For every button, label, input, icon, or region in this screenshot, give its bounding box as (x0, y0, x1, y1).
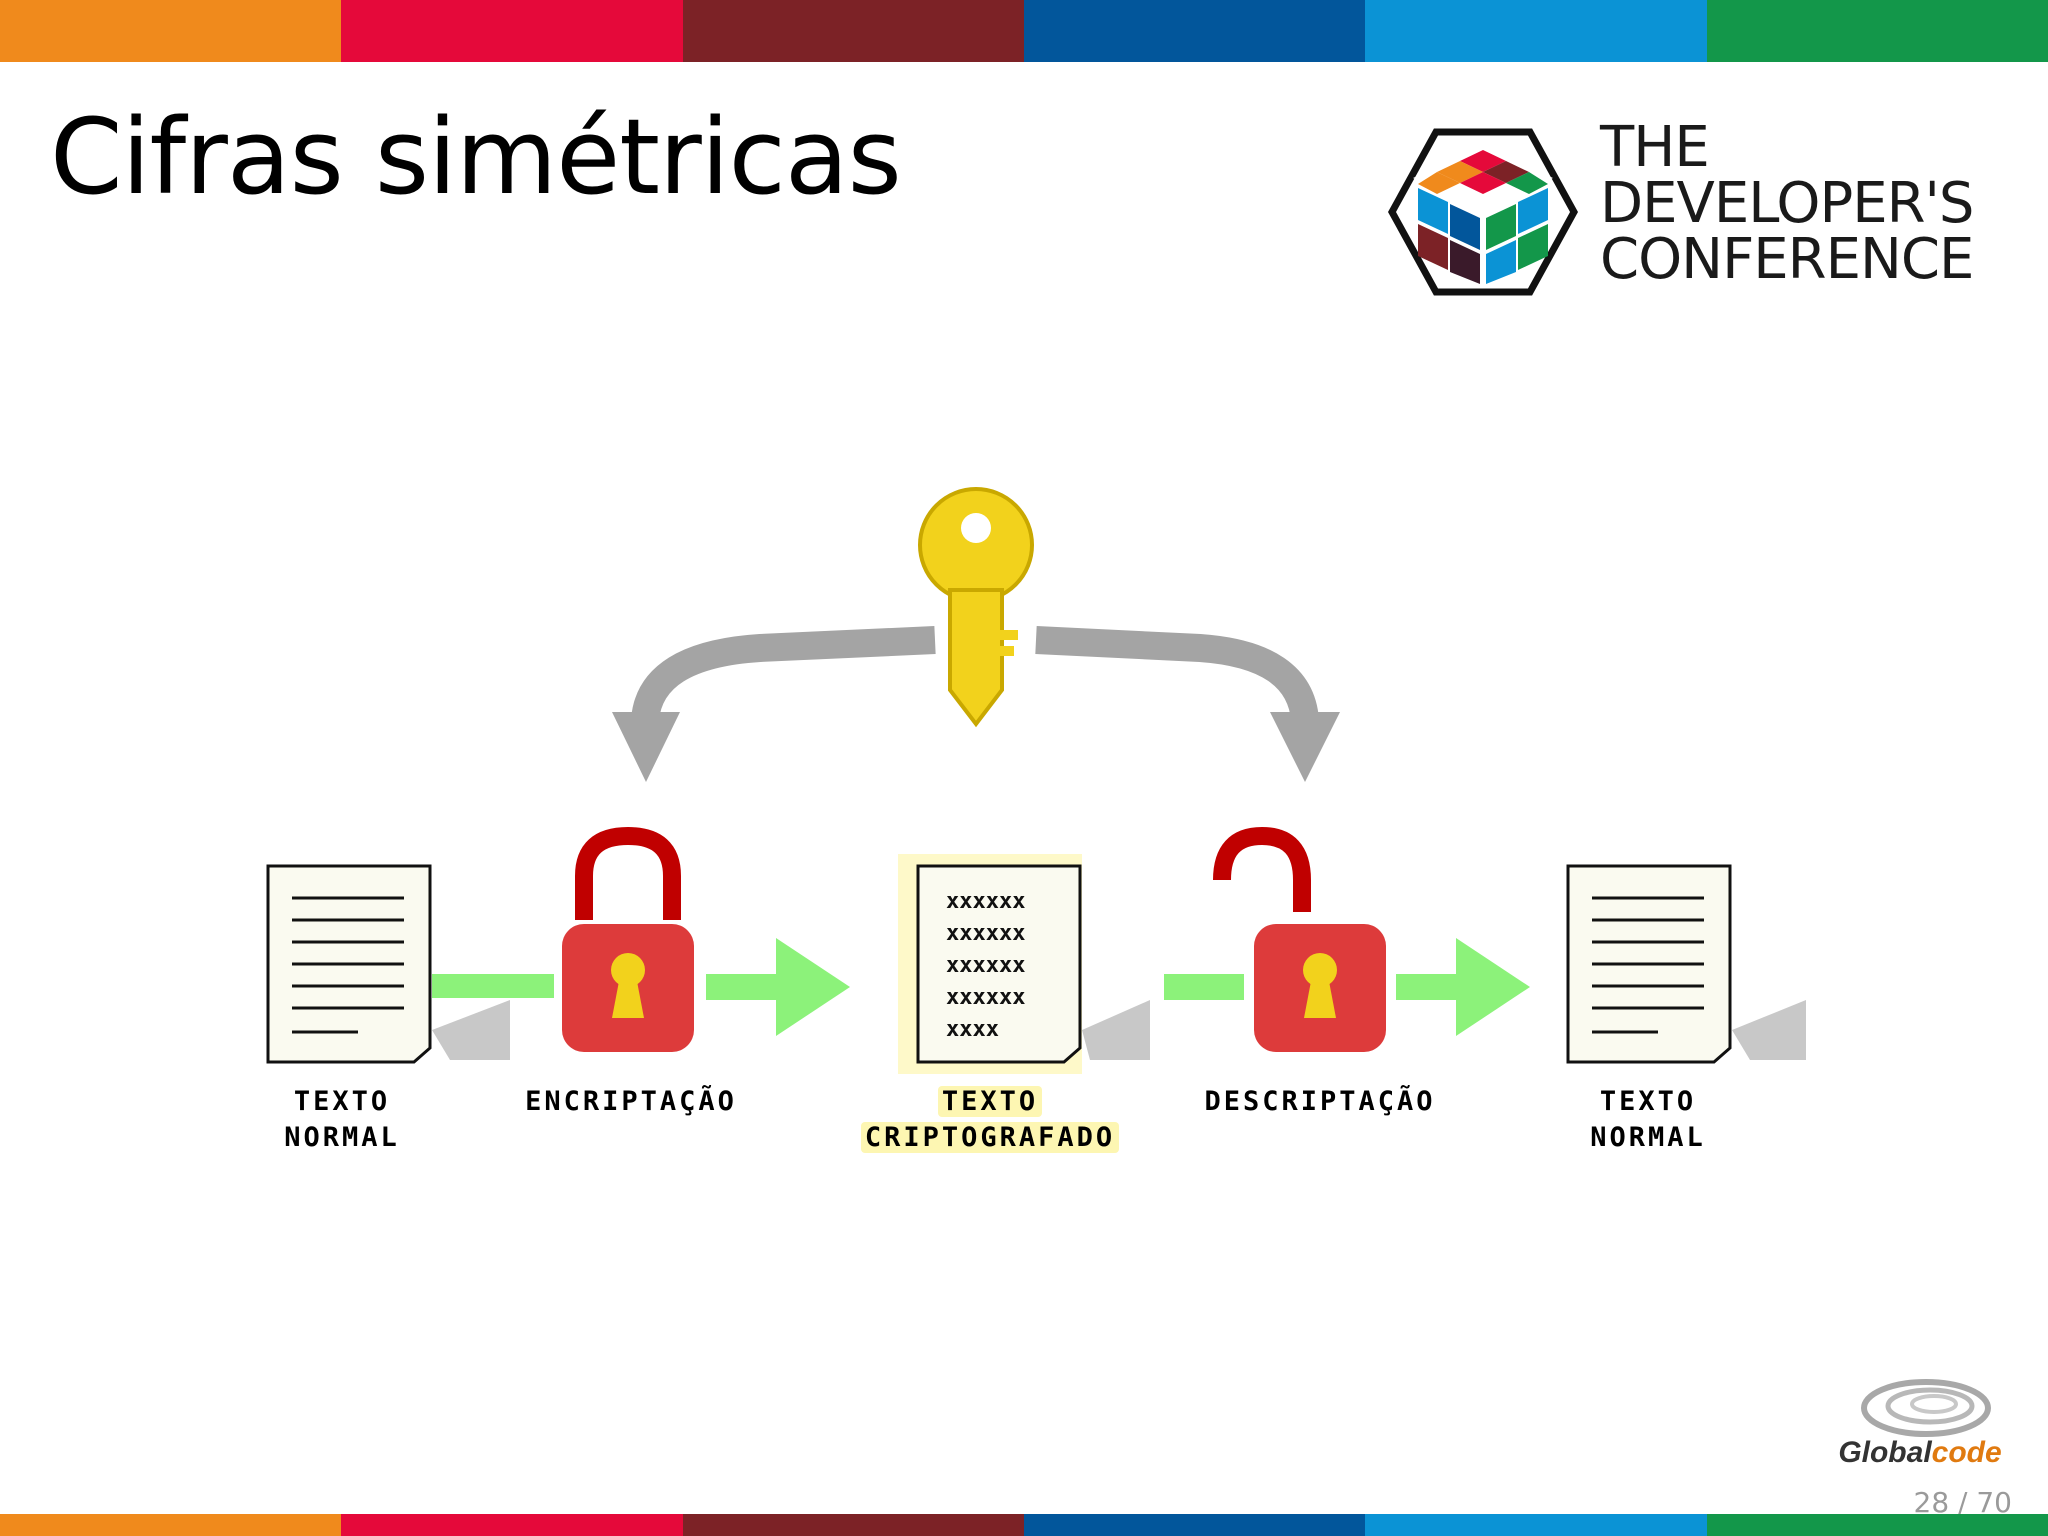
cipher-line: xxxx (946, 1017, 999, 1042)
color-stripe (1365, 1514, 1707, 1536)
globalcode-logo: Globalcode (1834, 1372, 2006, 1482)
bottom-color-bar (0, 1514, 2048, 1536)
conference-line: THE (1600, 115, 1710, 180)
label-plain-text-left: TEXTO NORMAL (250, 1084, 434, 1156)
curved-arrow-icon (612, 626, 936, 782)
label-plain-text-right: TEXTO NORMAL (1556, 1084, 1740, 1156)
key-icon (918, 487, 1034, 728)
label-line: NORMAL (1590, 1122, 1706, 1153)
arrow-right-icon (1396, 938, 1530, 1036)
arrow-right-icon (706, 938, 850, 1036)
color-stripe (0, 0, 342, 62)
label-line: TEXTO (1599, 1086, 1697, 1117)
label-line: DESCRIPTAÇÃO (1204, 1086, 1436, 1117)
curved-arrow-icon (1035, 626, 1340, 782)
label-line: CRIPTOGRAFADO (860, 1122, 1120, 1153)
brand-suffix: code (1931, 1436, 2002, 1469)
cipher-line: xxxxxx (946, 953, 1025, 978)
label-line: ENCRIPTAÇÃO (525, 1086, 737, 1117)
label-line: TEXTO (293, 1086, 391, 1117)
conference-name: THE DEVELOPER'S CONFERENCE (1600, 120, 1980, 288)
top-color-bar (0, 0, 2048, 62)
label-line: NORMAL (284, 1122, 400, 1153)
conference-line: CONFERENCE (1600, 227, 1974, 292)
color-stripe (1023, 1514, 1366, 1536)
cipher-line: xxxxxx (946, 921, 1025, 946)
color-stripe (1706, 0, 2048, 62)
slide-title: Cifras simétricas (50, 96, 902, 218)
page-number: 28 / 70 (1913, 1486, 2013, 1519)
connector (432, 974, 554, 998)
conference-line: DEVELOPER'S (1600, 171, 1974, 236)
color-stripe (682, 0, 1024, 62)
color-stripe (341, 0, 683, 62)
color-stripe (1365, 0, 1707, 62)
globalcode-wordmark: Globalcode (1834, 1436, 2006, 1470)
conference-logo: THE DEVELOPER'S CONFERENCE (1388, 120, 1978, 300)
padlock-open-icon (1213, 826, 1386, 1052)
label-cipher-text: TEXTO CRIPTOGRAFADO (830, 1084, 1150, 1156)
cube-icon (1388, 128, 1578, 296)
brand-prefix: Global (1838, 1436, 1932, 1469)
color-stripe (682, 1514, 1024, 1536)
document-icon (1566, 864, 1806, 1064)
document-icon (266, 864, 510, 1064)
cipher-line: xxxxxx (946, 889, 1025, 914)
swirl-icon (1861, 1379, 1991, 1437)
label-decryption: DESCRIPTAÇÃO (1180, 1084, 1460, 1120)
color-stripe (341, 1514, 683, 1536)
padlock-closed-icon (562, 826, 694, 1052)
label-encryption: ENCRIPTAÇÃO (500, 1084, 762, 1120)
color-stripe (1023, 0, 1366, 62)
connector (1164, 974, 1244, 1000)
label-line: TEXTO (937, 1086, 1043, 1117)
cipher-line: xxxxxx (946, 985, 1025, 1010)
color-stripe (1706, 1514, 2048, 1536)
color-stripe (0, 1514, 342, 1536)
document-icon (898, 854, 1150, 1074)
